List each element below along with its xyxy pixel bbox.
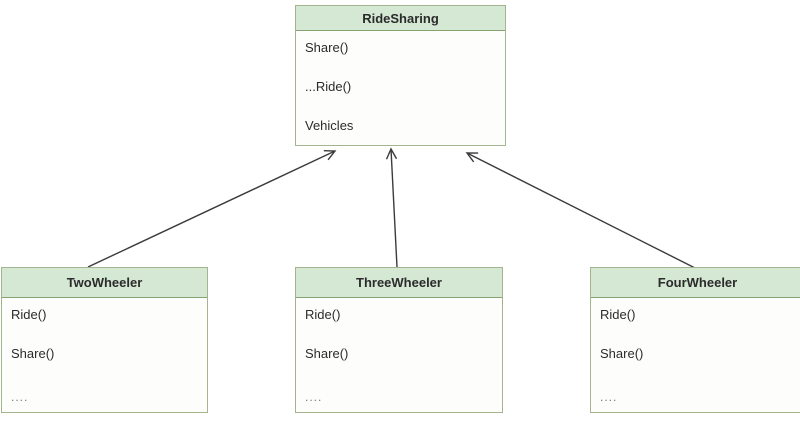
class-title-fourwheeler: FourWheeler — [591, 268, 800, 298]
class-member: ...Ride() — [305, 79, 352, 94]
class-member: Share() — [11, 346, 55, 361]
class-title-ridesharing: RideSharing — [296, 6, 505, 31]
class-members-twowheeler: Ride() Share() .... — [2, 298, 207, 417]
class-member: .... — [600, 390, 618, 404]
class-members-threewheeler: Ride() Share() .... — [296, 298, 502, 417]
inheritance-arrow-fourwheeler — [465, 152, 696, 269]
class-members-ridesharing: Share() ...Ride() Vehicles — [296, 31, 505, 150]
inheritance-arrow-twowheeler — [87, 150, 337, 268]
class-title-threewheeler: ThreeWheeler — [296, 268, 502, 298]
class-box-ridesharing: RideSharing Share() ...Ride() Vehicles — [295, 5, 506, 146]
class-member: Ride() — [11, 307, 47, 322]
class-member: Share() — [305, 40, 349, 55]
class-member: Share() — [600, 346, 644, 361]
class-member: Ride() — [305, 307, 341, 322]
class-box-fourwheeler: FourWheeler Ride() Share() .... — [590, 267, 800, 413]
class-box-twowheeler: TwoWheeler Ride() Share() .... — [1, 267, 208, 413]
class-member: .... — [305, 390, 323, 404]
class-member: Share() — [305, 346, 349, 361]
class-member: Ride() — [600, 307, 636, 322]
class-member: Vehicles — [305, 118, 354, 133]
class-members-fourwheeler: Ride() Share() .... — [591, 298, 800, 417]
class-title-twowheeler: TwoWheeler — [2, 268, 207, 298]
inheritance-arrow-threewheeler — [385, 147, 398, 268]
class-member: .... — [11, 390, 29, 404]
class-box-threewheeler: ThreeWheeler Ride() Share() .... — [295, 267, 503, 413]
